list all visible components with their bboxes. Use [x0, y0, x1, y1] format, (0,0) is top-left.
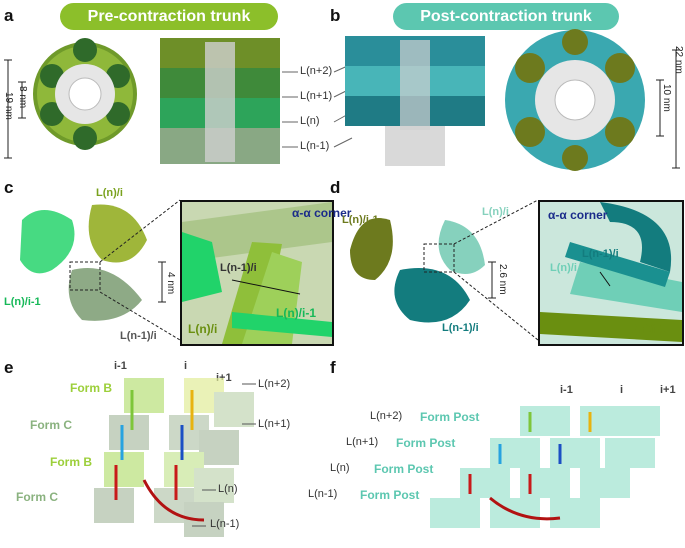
layer-label-n: L(n) — [300, 115, 320, 127]
panel-d-structure — [350, 218, 485, 323]
e-layer-nm1: L(n-1) — [210, 518, 240, 530]
e-layer-n2: L(n+2) — [258, 378, 291, 390]
e-form-b-1: Form B — [70, 381, 112, 395]
d-scale-bar — [488, 261, 496, 299]
f-form-2: Form Post — [396, 436, 456, 450]
f-form-3: Form Post — [374, 462, 434, 476]
f-layer-n: L(n) — [330, 462, 350, 474]
pre-ring-top-view — [33, 38, 137, 150]
c-label-top: L(n)/i — [96, 187, 123, 199]
pre-scale-inner: 8 nm — [17, 86, 28, 109]
post-trunk-side-view — [345, 36, 485, 166]
panel-c-structure — [20, 204, 147, 321]
f-form-1: Form Post — [420, 410, 480, 424]
post-contraction-banner: Post-contraction trunk — [393, 3, 619, 30]
d-inset — [538, 200, 684, 346]
d-inset-label-1: L(n-1)/i — [582, 248, 619, 260]
e-col-i: i — [184, 360, 188, 372]
pre-scale-outer: 19 nm — [3, 92, 14, 120]
e-form-c-1: Form C — [30, 418, 72, 432]
pre-scale-bars — [4, 59, 26, 159]
d-label-right: L(n)/i — [482, 206, 509, 218]
post-ring-top-view — [505, 29, 645, 171]
d-label-bottom: L(n-1)/i — [442, 322, 479, 334]
panel-label-f: f — [330, 358, 336, 377]
f-layer-n2: L(n+2) — [370, 410, 403, 422]
post-scale-bars — [656, 49, 680, 169]
c-label-bottom: L(n-1)/i — [120, 330, 157, 342]
panel-label-b: b — [330, 6, 341, 25]
panel-label-e: e — [4, 358, 14, 377]
e-form-b-2: Form B — [50, 455, 92, 469]
e-layer-ticks — [192, 383, 256, 527]
c-zoom-lines — [99, 199, 181, 341]
post-scale-outer: 22 nm — [673, 46, 684, 74]
panel-label-c: c — [4, 178, 14, 197]
c-scale-bar — [158, 261, 166, 303]
c-inset-label-2: L(n)/i — [188, 322, 218, 336]
e-form-c-2: Form C — [16, 490, 58, 504]
d-label-left: L(n)/i-1 — [342, 214, 379, 226]
d-inset-label-2: L(n)/i — [550, 262, 577, 274]
f-col-i: i — [620, 384, 624, 396]
f-schematic — [430, 406, 660, 528]
layer-label-nm1: L(n-1) — [300, 140, 330, 152]
c-inset-label-3: L(n)/i-1 — [276, 306, 316, 320]
f-col-im1: i-1 — [560, 384, 573, 396]
e-layer-n1: L(n+1) — [258, 418, 291, 430]
d-zoom-lines — [453, 199, 539, 341]
e-schematic — [94, 378, 254, 537]
c-inset-corner: α-α corner — [292, 206, 352, 220]
post-scale-inner: 10 nm — [661, 84, 672, 112]
d-inset-label-3: L(n)/i-1 — [626, 322, 666, 336]
c-inset — [180, 200, 334, 346]
pre-contraction-banner: Pre-contraction trunk — [60, 3, 278, 30]
layer-label-n2: L(n+2) — [300, 65, 333, 77]
panel-label-a: a — [4, 6, 14, 25]
f-form-4: Form Post — [360, 488, 420, 502]
d-inset-corner: α-α corner — [548, 208, 608, 222]
pre-trunk-side-view — [160, 38, 280, 164]
panel-label-d: d — [330, 178, 341, 197]
c-label-left: L(n)/i-1 — [4, 296, 41, 308]
layer-label-n1: L(n+1) — [300, 90, 333, 102]
f-layer-nm1: L(n-1) — [308, 488, 338, 500]
c-inset-label-1: L(n-1)/i — [220, 262, 257, 274]
e-col-im1: i-1 — [114, 360, 127, 372]
f-col-ip1: i+1 — [660, 384, 676, 396]
f-layer-n1: L(n+1) — [346, 436, 379, 448]
e-layer-n: L(n) — [218, 483, 238, 495]
